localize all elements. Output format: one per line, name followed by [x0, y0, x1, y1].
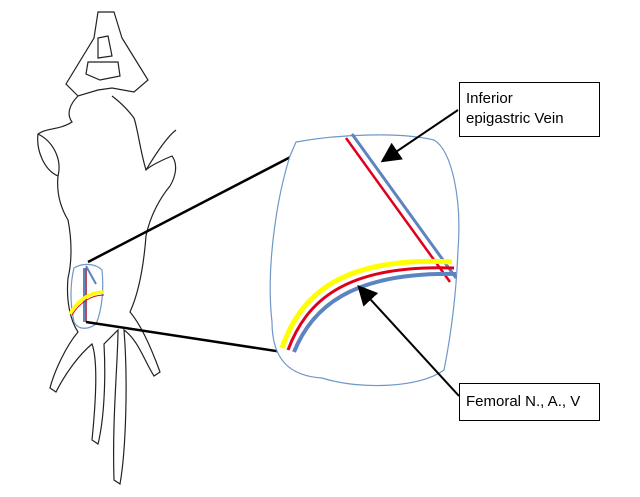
label-inferior-epigastric-line2: epigastric Vein: [466, 109, 593, 129]
label-femoral-text: Femoral N., A., V: [466, 392, 593, 412]
zoom-line-top: [88, 150, 304, 262]
label-inferior-epigastric-vein: Inferior epigastric Vein: [459, 82, 600, 137]
rat-body: [38, 96, 176, 484]
small-region: [70, 264, 104, 328]
rat-head: [66, 12, 148, 96]
zoom-region: [270, 134, 459, 386]
label-femoral-bundle: Femoral N., A., V: [459, 383, 600, 421]
rat-outline: [38, 12, 176, 484]
label-inferior-epigastric-line1: Inferior: [466, 89, 593, 109]
